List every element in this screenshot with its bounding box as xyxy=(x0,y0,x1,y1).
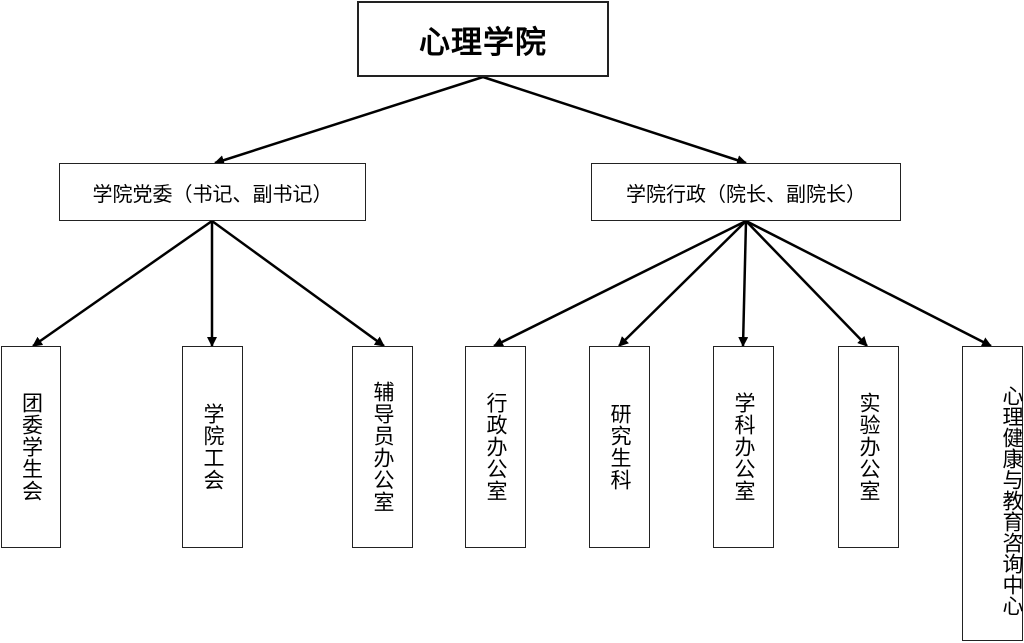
leaf-node-label: 辅导员办公室 xyxy=(371,381,395,513)
arrow-branch-0-to-leaf-2 xyxy=(211,219,385,348)
branch-node-label: 学院党委（书记、副书记） xyxy=(92,181,333,206)
leaf-node-graduate-section: 研究生科 xyxy=(589,346,650,548)
leaf-node-label: 心理健康与教育咨询中心 xyxy=(1000,385,1024,616)
leaf-node-counselor-office: 辅导员办公室 xyxy=(352,346,413,548)
leaf-node-lab-office: 实验办公室 xyxy=(838,346,899,548)
arrow-branch-1-to-leaf-2 xyxy=(738,220,749,347)
branch-node-administration: 学院行政（院长、副院长） xyxy=(591,163,901,221)
root-node-box: 心理学院 xyxy=(357,1,609,77)
leaf-node-mental-health-center: 心理健康与教育咨询中心 xyxy=(962,346,1024,641)
branch-node-party-committee: 学院党委（书记、副书记） xyxy=(59,163,366,221)
arrow-root-to-branch-0 xyxy=(214,75,484,166)
leaf-node-youth-league-student-union: 团委学生会 xyxy=(1,346,61,548)
leaf-node-label: 研究生科 xyxy=(608,403,632,491)
arrow-branch-1-to-leaf-3 xyxy=(745,220,868,347)
arrow-root-to-branch-1 xyxy=(482,75,747,165)
leaf-node-label: 学院工会 xyxy=(201,403,225,491)
leaf-node-admin-office: 行政办公室 xyxy=(465,346,526,548)
root-node-label: 心理学院 xyxy=(419,24,547,61)
branch-node-label: 学院行政（院长、副院长） xyxy=(626,181,866,206)
leaf-node-labor-union: 学院工会 xyxy=(182,346,243,548)
arrow-branch-0-to-leaf-0 xyxy=(32,219,213,348)
arrow-branch-1-to-leaf-0 xyxy=(493,219,747,348)
arrow-branch-1-to-leaf-1 xyxy=(618,220,747,347)
leaf-node-discipline-office: 学科办公室 xyxy=(713,346,774,548)
leaf-node-label: 行政办公室 xyxy=(484,392,508,502)
leaf-node-label: 实验办公室 xyxy=(857,392,881,502)
arrow-branch-1-to-leaf-4 xyxy=(745,219,992,348)
connector-group xyxy=(32,75,992,348)
leaf-node-label: 团委学生会 xyxy=(19,392,44,502)
leaf-node-label: 学科办公室 xyxy=(732,392,756,502)
